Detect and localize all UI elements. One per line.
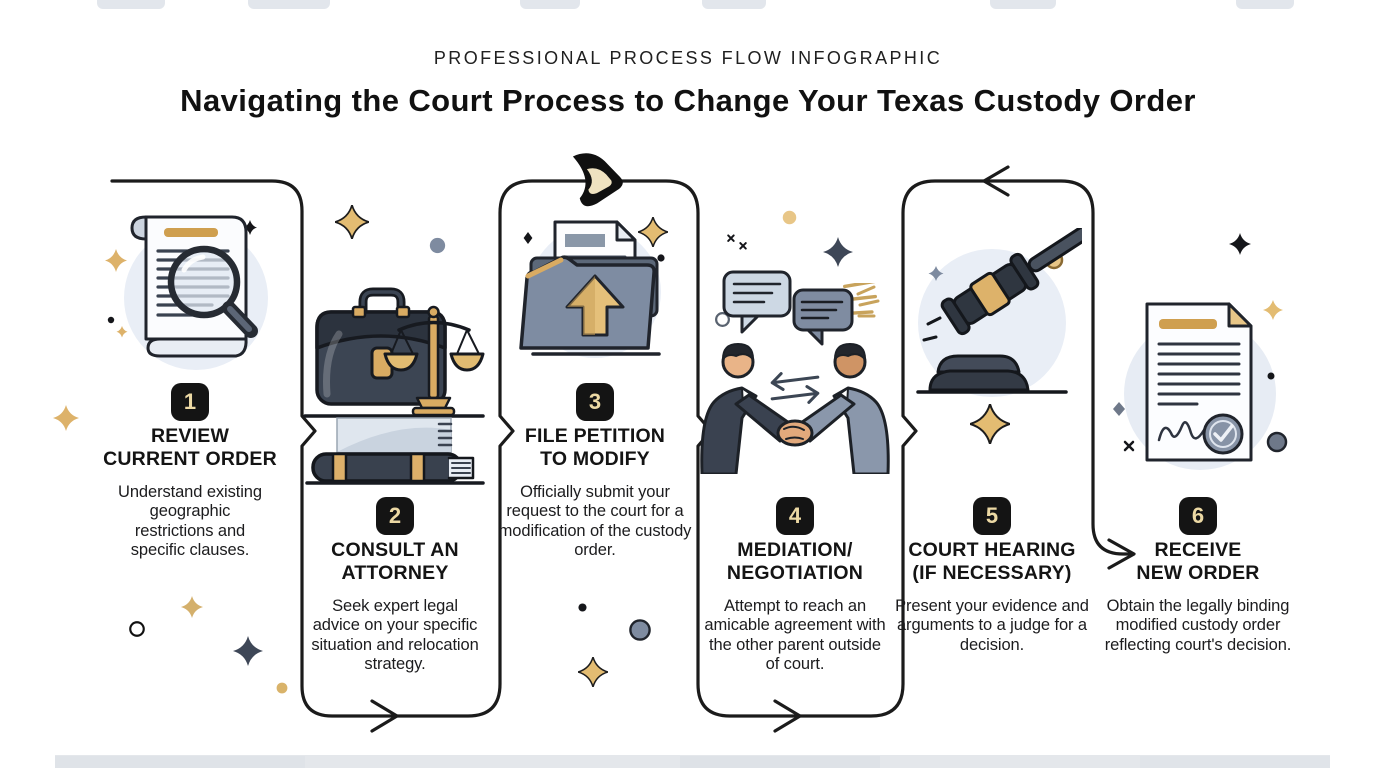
decor-cut-shape xyxy=(990,0,1056,9)
decor-cut-shape xyxy=(97,0,165,9)
step-number: 1 xyxy=(183,389,197,414)
diamond-icon xyxy=(523,232,533,244)
brush-arrow-icon xyxy=(572,153,623,207)
sparkle-icon xyxy=(823,237,853,267)
decor-bottom-band xyxy=(1140,756,1330,768)
decor-cut-shape xyxy=(702,0,766,9)
sparkle-icon xyxy=(578,657,608,687)
step-number-badge: 2 xyxy=(376,497,414,535)
step-number-badge: 6 xyxy=(1179,497,1217,535)
step-number: 3 xyxy=(588,389,602,414)
step-number: 6 xyxy=(1191,503,1205,528)
sparkle-icon xyxy=(181,596,203,618)
certificate-seal-icon xyxy=(1113,300,1288,470)
decor-cut-shape xyxy=(520,0,580,9)
step-column-4: 4 MEDIATION/NEGOTIATION Attempt to reach… xyxy=(695,0,895,768)
step-number: 5 xyxy=(985,503,999,528)
decor-bottom-band xyxy=(55,756,305,768)
dot-icon xyxy=(578,603,587,612)
sparkle-icon xyxy=(53,405,79,431)
step-number-badge: 1 xyxy=(171,383,209,421)
dot-icon xyxy=(276,682,288,694)
cross-marks-icon xyxy=(727,234,747,250)
step-number-badge: 4 xyxy=(776,497,814,535)
step-description: Present your evidence and arguments to a… xyxy=(895,597,1089,654)
folder-upload-icon xyxy=(519,220,661,358)
step-description: Seek expert legal advice on your specifi… xyxy=(311,597,479,673)
step-number-badge: 5 xyxy=(973,497,1011,535)
circle-outline-icon xyxy=(129,621,145,637)
sparkle-icon xyxy=(233,636,263,666)
dot-icon xyxy=(429,237,446,254)
step-title: COURT HEARING(IF NECESSARY) xyxy=(908,539,1076,585)
dot-icon xyxy=(782,210,797,225)
briefcase-scales-icon xyxy=(303,287,485,485)
sparkle-icon xyxy=(1229,233,1251,255)
step-number: 2 xyxy=(388,503,402,528)
arrow-left-icon xyxy=(982,165,1010,197)
decor-bottom-band xyxy=(680,756,880,768)
arrow-right-icon xyxy=(370,699,399,733)
sparkle-icon xyxy=(335,205,369,239)
sparkle-icon xyxy=(638,217,668,247)
decor-cut-shape xyxy=(1236,0,1294,9)
step-description: Attempt to reach an amicable agreement w… xyxy=(704,597,886,673)
page-title: Navigating the Court Process to Change Y… xyxy=(180,83,1196,118)
sparkle-icon xyxy=(970,404,1010,444)
step-column-5: 5 COURT HEARING(IF NECESSARY) Present yo… xyxy=(888,0,1096,768)
step-description: Understand existing geographic restricti… xyxy=(118,483,262,559)
dot-icon xyxy=(629,619,651,641)
arrow-right-icon xyxy=(1107,538,1136,570)
handshake-icon xyxy=(700,270,890,474)
flow-snake-line xyxy=(110,179,1133,718)
kicker-text: PROFESSIONAL PROCESS FLOW INFOGRAPHIC xyxy=(433,48,943,68)
dot-icon xyxy=(657,254,665,262)
circle-outline-icon xyxy=(715,312,730,327)
step-description: Obtain the legally binding modified cust… xyxy=(1104,597,1292,654)
decor-cut-shape xyxy=(248,0,330,9)
step-number-badge: 3 xyxy=(576,383,614,421)
document-magnifier-icon xyxy=(105,215,268,370)
gavel-icon xyxy=(916,228,1082,397)
step-title: MEDIATION/NEGOTIATION xyxy=(726,539,864,585)
step-number: 4 xyxy=(788,503,802,528)
arrow-right-icon xyxy=(773,699,802,733)
step-description: Officially submit your request to the co… xyxy=(498,483,692,559)
